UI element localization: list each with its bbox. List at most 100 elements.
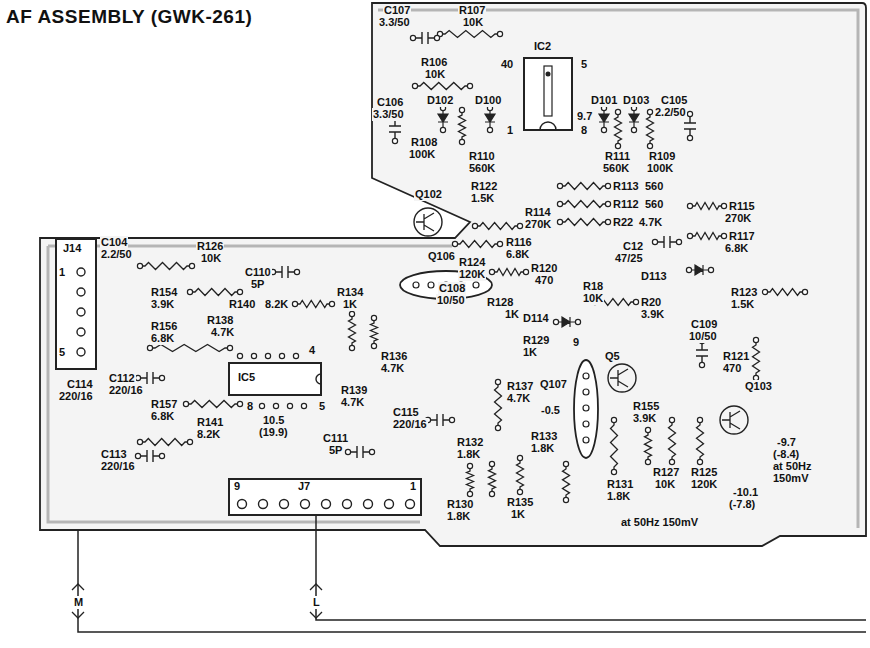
part-label: 270K [724,212,752,225]
transistor-pin [583,437,589,443]
solder-pad [611,469,616,474]
part-label: 9.7 [576,110,593,123]
solder-pad [237,289,242,294]
resistor-symbol [647,112,654,146]
part-label: 560K [468,162,496,175]
transistor-outline [720,406,748,434]
wire-l [316,516,866,620]
part-label: D102 [426,94,454,107]
part-label: D101 [590,94,618,107]
solder-pad [279,353,284,358]
part-label: 1K [510,508,526,521]
resistor-symbol [295,301,332,308]
part-label: J14 [63,242,81,255]
solder-pad [137,439,142,444]
part-label: R140 [228,298,256,311]
solder-pad [647,109,652,114]
part-label: 8 [246,400,254,413]
solder-pad [237,353,242,358]
solder-pad [631,127,636,132]
solder-pad [601,127,606,132]
resistor-symbol [765,289,805,296]
connector-mark [310,584,322,618]
solder-pad [467,491,472,496]
part-label: 470 [722,362,742,375]
transistor-symbol [416,213,434,231]
resistor-symbol [697,420,704,462]
part-label: 1 [506,124,514,137]
solder-pad [557,183,562,188]
part-label: 4 [308,344,316,357]
solder-pad [645,427,650,432]
transistor-pack-outline [574,360,598,458]
resistor-symbol [611,420,618,472]
diode-symbol [438,110,448,128]
capacitor-symbol [655,236,679,248]
connector-pin [77,348,85,356]
solder-pad [294,269,299,274]
connector-pin [77,308,85,316]
transistor-pin [428,282,434,288]
solder-pad [615,109,620,114]
solder-pad [615,143,620,148]
solder-pad [495,425,500,430]
diode-symbol [691,265,709,275]
part-label: 120K [458,268,486,281]
ic-notch [540,122,556,130]
part-label: 4.7K [638,216,663,229]
connector-j7: 9J71 [228,478,422,516]
resistor-symbol [563,464,570,500]
resistor-symbol [371,318,378,346]
part-label: (19.9) [258,426,289,439]
part-label: 1.8K [530,442,555,455]
solder-pad [697,459,702,464]
resistor-symbol [489,464,496,494]
solder-pad [371,343,376,348]
node-outline [228,478,422,516]
part-label: 40 [500,58,514,71]
solder-pad [189,263,194,268]
transistor-symbol [610,369,628,387]
solder-pad [753,337,758,342]
part-label: 1.8K [446,510,471,523]
part-label: 5 [580,58,588,71]
capacitor-symbol [428,414,452,426]
part-label: M [73,596,84,609]
resistor-symbol [459,110,466,142]
diagram-title: AF ASSEMBLY (GWK-261) [6,6,252,28]
transistor-pin [583,405,589,411]
part-label: 5P [250,278,265,291]
solder-pad [273,403,278,408]
solder-pad [605,183,610,188]
part-label: 3.3/50 [372,108,405,121]
part-label: 220/16 [108,384,144,397]
solder-pad [687,203,692,208]
capacitor-symbol [348,446,372,458]
solder-pad [575,319,580,324]
ic-notch [316,374,321,384]
part-label: 8 [580,124,588,137]
resistor-symbol [517,458,524,492]
part-label: 100K [408,148,436,161]
part-label: at 50Hz 150mV [620,516,699,529]
part-label: IC5 [238,371,255,384]
solder-pad [459,107,464,112]
part-label: Q103 [744,380,773,393]
part-label: J7 [298,480,310,493]
solder-pad [523,269,528,274]
resistor-symbol [150,345,230,352]
solder-pad [489,269,494,274]
resistor-symbol [140,263,192,270]
transistor-pin [583,373,589,379]
part-label: 4.7K [340,396,365,409]
solder-pad [487,127,492,132]
transistor-pin [413,282,419,288]
solder-pad [676,239,681,244]
solder-pad [605,201,610,206]
part-label: 120K [690,478,718,491]
part-label: 1.8K [456,448,481,461]
resistor-symbol [455,241,500,248]
part-label: 10K [582,292,604,305]
transistor-outline [608,364,636,392]
part-label: 4.7K [380,362,405,375]
